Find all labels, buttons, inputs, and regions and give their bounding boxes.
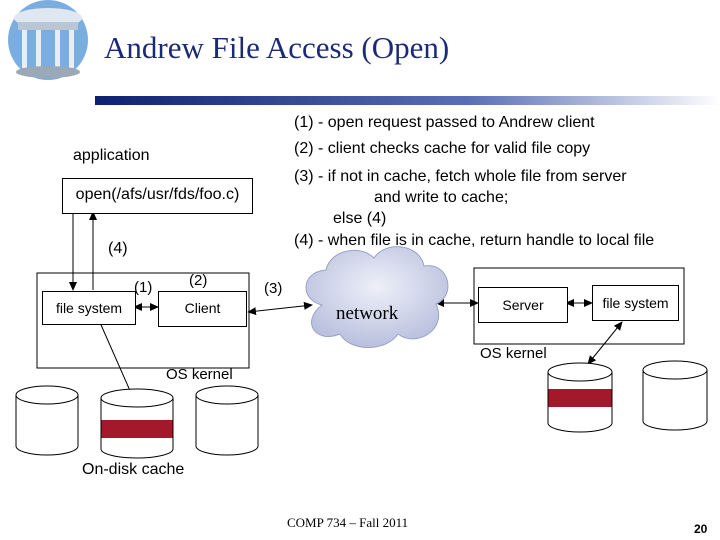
server-disk-right	[642, 360, 708, 431]
server-label: Server	[502, 297, 544, 313]
step-4-text: (4) - when file is in cache, return hand…	[294, 232, 655, 249]
arrow-client-network	[247, 301, 313, 316]
client-box: Client	[158, 291, 247, 327]
client-file-system-box: file system	[42, 291, 136, 325]
open-call-box: open(/afs/usr/fds/foo.c)	[62, 178, 253, 214]
step-1-text: (1) - open request passed to Andrew clie…	[294, 114, 595, 131]
open-call-label: open(/afs/usr/fds/foo.c)	[75, 186, 240, 203]
step-1-marker: (1)	[134, 279, 153, 296]
step-3-text-cont: and write to cache;	[374, 189, 509, 206]
on-disk-cache-label: On-disk cache	[82, 461, 185, 478]
client-os-kernel-boundary	[36, 272, 250, 369]
step-3-marker: (3)	[264, 280, 283, 297]
step-2-text: (2) - client checks cache for valid file…	[294, 140, 591, 157]
server-file-system-box: file system	[592, 285, 679, 321]
arrow-server-fs-to-disk	[587, 321, 623, 365]
server-os-kernel-boundary	[473, 267, 685, 345]
title-accent-bar	[95, 96, 720, 105]
client-file-system-label: file system	[55, 300, 123, 316]
server-file-system-label: file system	[602, 295, 669, 311]
arrow-fs-to-cache	[97, 317, 136, 403]
on-disk-cache	[100, 388, 174, 459]
slide-title: Andrew File Access (Open)	[104, 30, 450, 65]
footer-course: COMP 734 – Fall 2011	[287, 515, 409, 530]
client-disk-left	[15, 385, 79, 456]
step-2-marker: (2)	[189, 272, 208, 289]
page-number: 20	[694, 522, 708, 536]
server-disk-cache	[547, 362, 613, 433]
server-box: Server	[478, 287, 568, 323]
step-4-marker: (4)	[108, 240, 128, 257]
network-label: network	[336, 303, 399, 324]
client-disk-right	[195, 385, 259, 456]
client-label: Client	[184, 300, 221, 316]
step-3-text: (3) - if not in cache, fetch whole file …	[294, 168, 627, 185]
client-os-kernel-label: OS kernel	[166, 366, 233, 383]
logo-old-well-icon	[8, 0, 88, 80]
application-label: application	[73, 147, 150, 164]
step-3-else: else (4)	[333, 210, 387, 227]
network-cloud	[305, 246, 449, 348]
server-os-kernel-label: OS kernel	[480, 345, 547, 362]
